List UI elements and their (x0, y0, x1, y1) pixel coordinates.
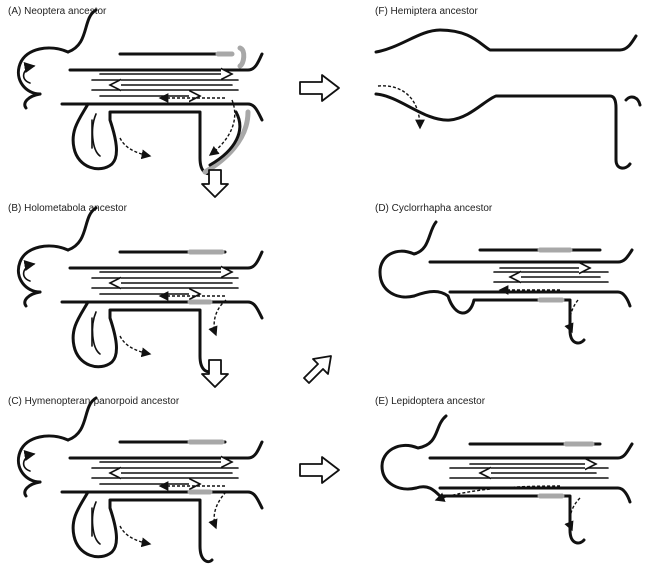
panel-d-diagram (378, 220, 634, 345)
panel-e-label: (E) Lepidoptera ancestor (375, 396, 486, 407)
panel-a-diagram (18, 10, 262, 174)
diagonal-arrow-c-to-d (303, 355, 332, 384)
panel-d-label: (D) Cyclorrhapha ancestor (375, 203, 493, 214)
down-arrow-a-to-b (201, 169, 229, 198)
panel-f-diagram (374, 28, 642, 170)
panel-e-diagram (380, 414, 634, 545)
panel-a-label: (A) Neoptera ancestor (8, 6, 107, 17)
right-arrow-c-to-e (299, 456, 340, 484)
right-arrow-a-to-f (299, 74, 340, 102)
panel-b-diagram (18, 208, 262, 372)
down-arrow-b-to-c (201, 359, 229, 388)
panel-b-label: (B) Holometabola ancestor (8, 203, 127, 214)
panel-f-label: (F) Hemiptera ancestor (375, 6, 478, 17)
panel-c-diagram (18, 398, 262, 562)
